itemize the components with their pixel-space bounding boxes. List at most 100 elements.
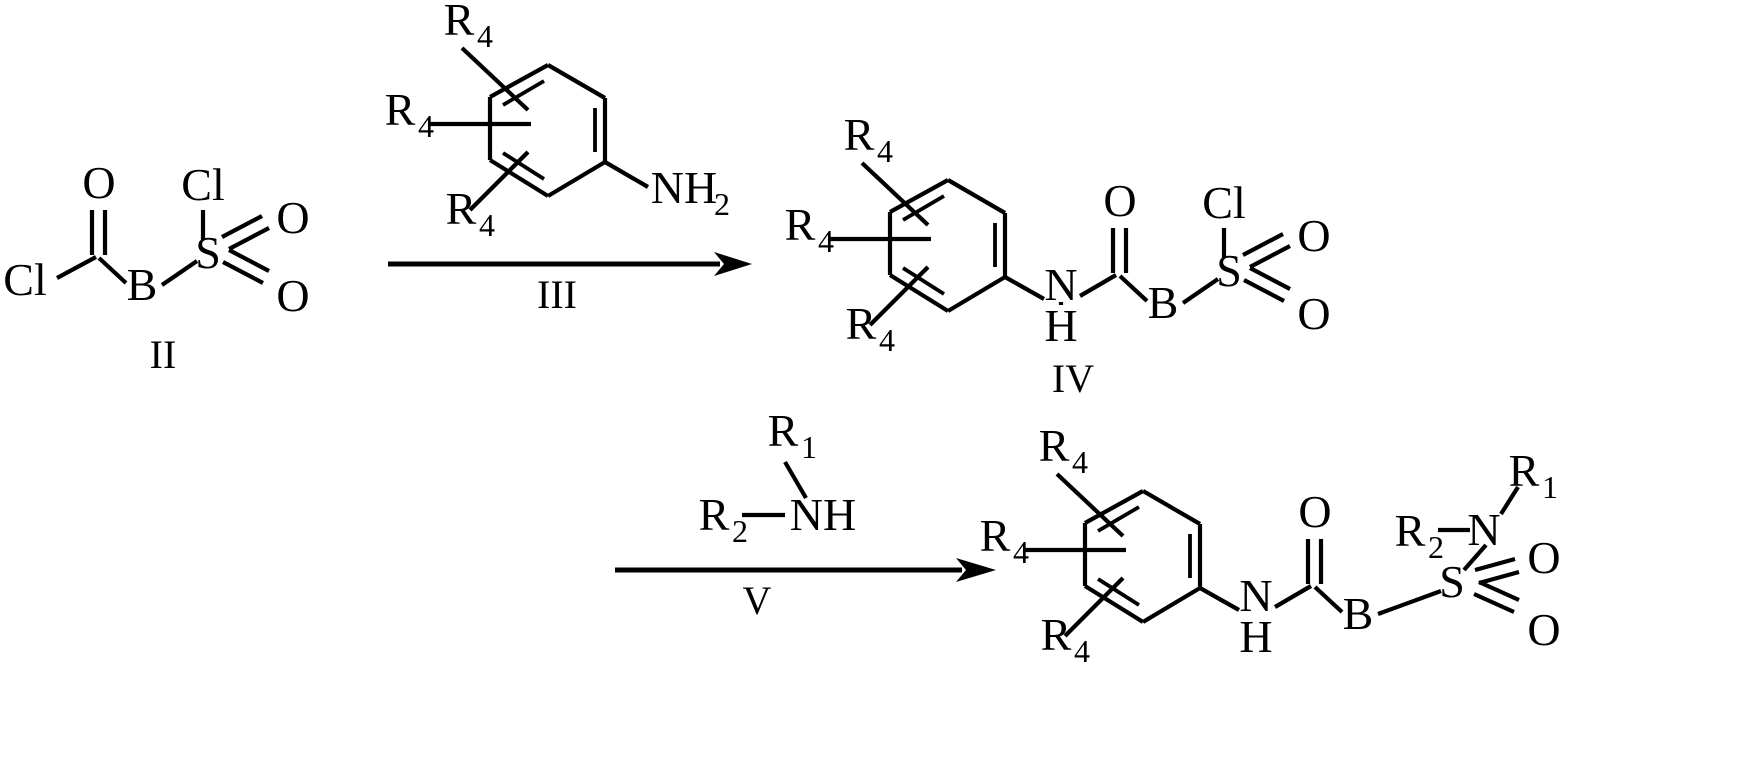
ring4-label-r4-bot: R 4 — [846, 298, 895, 358]
label-compound-iv: IV — [1052, 356, 1094, 401]
ring6-bond-to-n — [1198, 586, 1241, 612]
structure-v-label-r1: R 1 — [768, 405, 817, 465]
r1-sub: 1 — [801, 429, 817, 465]
atom-o-sulfonyl-up: O — [276, 192, 309, 243]
ring3-bond-to-n — [603, 160, 650, 189]
structure-vi-label-r2: R 2 — [1395, 505, 1444, 565]
r2-sub: 2 — [732, 513, 748, 549]
ring6-label-r4-bot: R 4 — [1041, 609, 1090, 669]
structure-iii: R 4 R 4 R 4 NH 2 — [385, 0, 730, 243]
r1: R — [768, 405, 799, 456]
reaction-arrow-1: III — [388, 252, 752, 317]
ring4-label-r4-mid: R 4 — [785, 199, 834, 259]
bond-s-o-up-b — [1478, 569, 1520, 586]
r2-sub: 2 — [1428, 529, 1444, 565]
ring6-bond-tl — [1083, 489, 1145, 525]
r1: R — [1509, 445, 1540, 496]
structure-vi-label-r1: R 1 — [1509, 445, 1558, 505]
bond-s-o-dn-b — [1249, 266, 1291, 291]
ring4-bond-br — [946, 275, 1007, 313]
ring3-bond-br — [546, 160, 607, 198]
bond-c-b — [1313, 585, 1344, 614]
r-top: R — [444, 0, 475, 45]
atom-cl-acyl: Cl — [3, 254, 46, 305]
r-mid-sub: 4 — [1013, 534, 1029, 570]
bond-c-b — [1118, 274, 1149, 303]
r-bot: R — [1041, 609, 1072, 660]
bond-s-o-dn-b — [228, 248, 270, 273]
ring4-inner-bl — [901, 266, 946, 296]
atom-nh: NH — [651, 162, 717, 213]
ring6-bond-br — [1141, 586, 1202, 624]
ring4-sub-bond-top — [860, 161, 930, 227]
arrow-1-head — [714, 252, 752, 276]
ring4-label-r4-top: R 4 — [844, 109, 893, 169]
ring6-label-r4-top: R 4 — [1039, 420, 1088, 480]
atom-b: B — [127, 259, 158, 310]
r-bot: R — [446, 183, 477, 234]
r-top-sub: 4 — [1072, 444, 1088, 480]
bond-s-o-dn-a — [1243, 278, 1285, 303]
label-reagent-iii: III — [537, 272, 577, 317]
r2: R — [1395, 505, 1426, 556]
atom-o-sulfonyl-up: O — [1297, 210, 1330, 261]
bond-s-o-dn-a — [1473, 592, 1515, 614]
ring6-sub-bond-top — [1055, 472, 1125, 538]
bond-s-o-up-a — [1242, 232, 1284, 257]
ring4-sub-bond-bot — [868, 265, 930, 327]
ring4-bond-bl — [888, 273, 950, 313]
atom-b: B — [1148, 277, 1179, 328]
atom-nh-sub: 2 — [714, 186, 730, 222]
ring3-inner-tl — [502, 79, 545, 107]
r-bot-sub: 4 — [479, 207, 495, 243]
r-mid: R — [980, 510, 1011, 561]
bond-n-r1 — [1499, 485, 1520, 516]
atom-cl-sulfonyl: Cl — [1202, 177, 1245, 228]
arrow-2-head — [956, 558, 996, 582]
atom-o-sulfonyl-up: O — [1527, 532, 1560, 583]
atom-o-sulfonyl-dn: O — [276, 270, 309, 321]
label-reagent-v: V — [743, 578, 772, 623]
structure-v-label-r2: R 2 — [699, 489, 748, 549]
ring6-inner-tl — [1097, 505, 1140, 533]
structure-vi: R 4 R 4 R 4 N H — [980, 420, 1561, 669]
r-top: R — [1039, 420, 1070, 471]
atom-o-sulfonyl-dn: O — [1297, 288, 1330, 339]
r-mid-sub: 4 — [818, 223, 834, 259]
structure-v-label-nh: NH — [790, 489, 856, 540]
atom-b: B — [1343, 588, 1374, 639]
ring6-bond-tr — [1141, 489, 1202, 526]
atom-sulfonamide-n: N — [1467, 504, 1500, 555]
ring3-bond-tl — [488, 63, 550, 99]
r2: R — [699, 489, 730, 540]
structure-iv: R 4 R 4 R 4 N H O B — [785, 109, 1331, 401]
bond-s-n — [1462, 543, 1488, 572]
ring3-label-r4-top: R 4 — [444, 0, 493, 54]
bond-s-o-dn-b — [1478, 580, 1520, 602]
ring4-bond-tl — [888, 178, 950, 214]
atom-o-sulfonyl-dn: O — [1527, 604, 1560, 655]
r-top: R — [844, 109, 875, 160]
bond-s-o-up-b — [1249, 244, 1291, 269]
bond-n-r1 — [783, 460, 808, 500]
ring4-bond-to-n — [1003, 275, 1046, 301]
atom-o-carbonyl: O — [1298, 486, 1331, 537]
structure-v: R 1 R 2 NH — [699, 405, 857, 549]
ring4-bond-tr — [946, 178, 1007, 215]
bond-b-s — [1377, 589, 1442, 616]
ring3-bond-tr — [546, 63, 607, 100]
r-top-sub: 4 — [877, 133, 893, 169]
r-mid: R — [385, 84, 416, 135]
bond-b-s — [160, 259, 199, 287]
bond-c-b — [97, 256, 128, 285]
atom-amide-n: N — [1044, 259, 1077, 310]
ring3-label-nh2: NH 2 — [651, 162, 730, 222]
ring3-sub-bond-top — [460, 46, 530, 112]
ring3-inner-bl — [501, 151, 546, 181]
r-top-sub: 4 — [477, 18, 493, 54]
bond-s-o-up-a — [221, 214, 263, 239]
r-bot: R — [846, 298, 877, 349]
atom-s: S — [1439, 556, 1465, 607]
atom-amide-h: H — [1239, 611, 1272, 662]
